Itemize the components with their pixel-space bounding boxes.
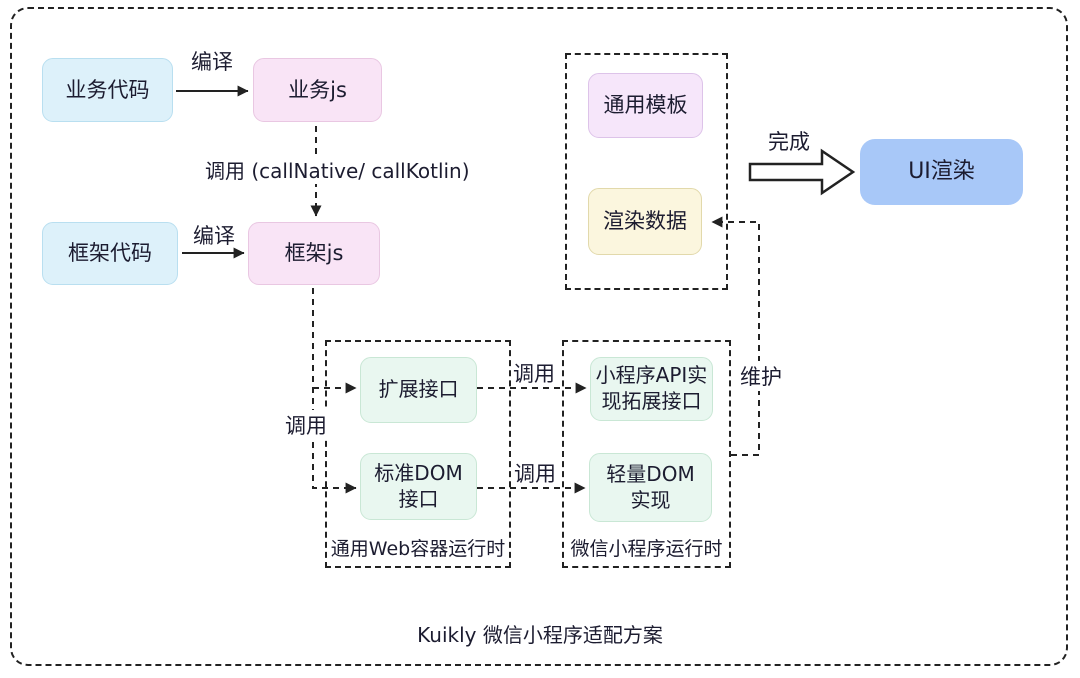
node-miniprogram-api-impl: 小程序API实 现拓展接口 — [590, 357, 713, 421]
complete-block-arrow — [748, 148, 856, 196]
render-group-container — [565, 53, 728, 290]
label-compile-2: 编译 — [193, 224, 235, 248]
node-common-template: 通用模板 — [588, 73, 703, 138]
wechat-runtime-label: 微信小程序运行时 — [570, 538, 723, 560]
node-business-code: 业务代码 — [42, 58, 173, 122]
edge-maintain-arrow — [711, 216, 760, 456]
label-call-native: 调用 (callNative/ callKotlin) — [203, 155, 470, 184]
label-complete: 完成 — [768, 130, 810, 154]
node-business-js: 业务js — [253, 58, 382, 122]
label-compile-1: 编译 — [191, 50, 233, 74]
node-framework-js: 框架js — [248, 222, 380, 285]
node-framework-code: 框架代码 — [42, 222, 178, 285]
label-maintain: 维护 — [735, 361, 787, 391]
node-standard-dom-api: 标准DOM 接口 — [360, 453, 477, 520]
label-call-mid-top: 调用 — [513, 362, 555, 386]
label-call-left: 调用 — [281, 410, 331, 440]
web-runtime-label: 通用Web容器运行时 — [330, 538, 506, 560]
node-light-dom-impl: 轻量DOM 实现 — [589, 453, 712, 522]
node-render-data: 渲染数据 — [588, 188, 702, 255]
label-call-mid-bottom: 调用 — [514, 462, 556, 486]
diagram-title: Kuikly 微信小程序适配方案 — [417, 623, 663, 647]
node-ui-render: UI渲染 — [860, 139, 1023, 205]
wechat-runtime-container: 微信小程序运行时 — [562, 340, 731, 568]
node-extension-api: 扩展接口 — [360, 357, 477, 423]
edge-framejs-to-stddom-arrow — [312, 288, 357, 494]
web-runtime-container: 通用Web容器运行时 — [325, 340, 511, 568]
